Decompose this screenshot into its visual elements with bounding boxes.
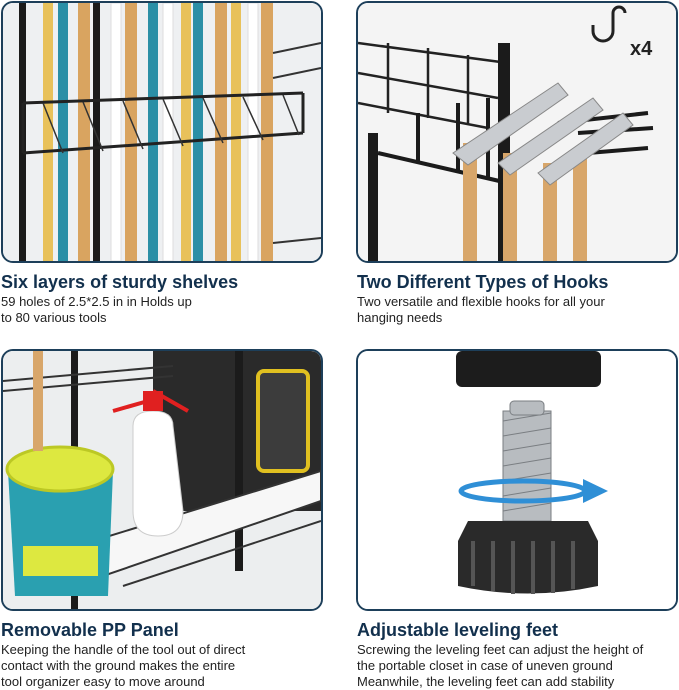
hooks-image: x4 [356, 1, 678, 263]
description-line: contact with the ground makes the entire [1, 658, 236, 673]
rotate-arrow-icon [583, 479, 608, 503]
leveling-feet-image [356, 349, 678, 611]
description-line: to 80 various tools [1, 310, 107, 325]
feature-title: Adjustable leveling feet [357, 620, 559, 640]
description-line: Meanwhile, the leveling feet can add sta… [357, 674, 615, 689]
description-line: the portable closet in case of uneven gr… [357, 658, 613, 673]
shelves-image [1, 1, 323, 263]
description-line: tool organizer easy to move around [1, 674, 205, 689]
description-line: hanging needs [357, 310, 443, 325]
feature-description: Keeping the handle of the tool out of di… [1, 642, 331, 690]
feature-description: 59 holes of 2.5*2.5 in in Holds up to 80… [1, 294, 331, 326]
description-line: Screwing the leveling feet can adjust th… [357, 642, 644, 657]
hook-count-badge: x4 [630, 38, 653, 60]
description-line: 59 holes of 2.5*2.5 in in Holds up [1, 294, 192, 309]
description-line: Two versatile and flexible hooks for all… [357, 294, 605, 309]
hook-icon [591, 5, 627, 43]
feature-description: Two versatile and flexible hooks for all… [357, 294, 679, 326]
feature-title: Six layers of sturdy shelves [1, 272, 239, 292]
feature-title: Two Different Types of Hooks [357, 272, 609, 292]
feature-description: Screwing the leveling feet can adjust th… [357, 642, 679, 690]
pp-panel-image [1, 349, 323, 611]
feature-title: Removable PP Panel [1, 620, 179, 640]
description-line: Keeping the handle of the tool out of di… [1, 642, 246, 657]
